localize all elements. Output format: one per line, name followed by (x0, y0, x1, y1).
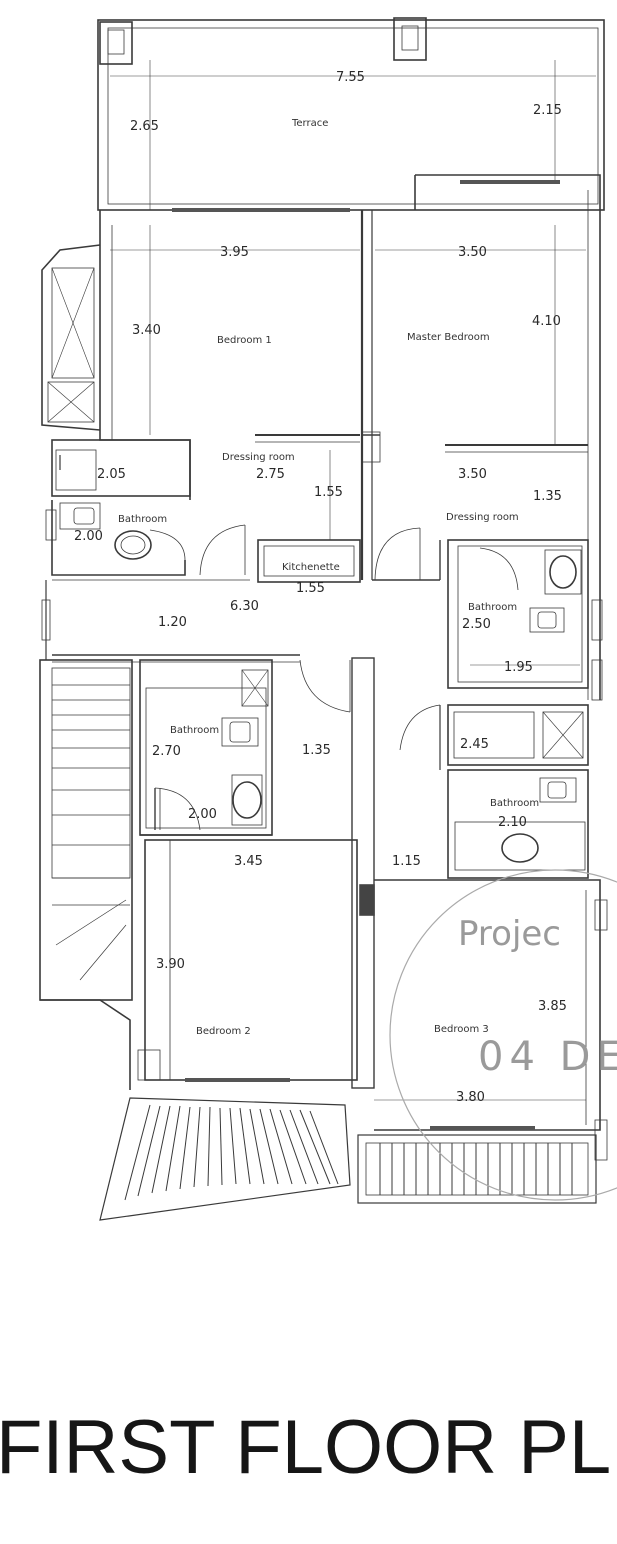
staircase (39, 659, 133, 1090)
label-bathroom-left: Bathroom (118, 514, 167, 525)
dim-bedroom-3-width: 3.80 (456, 1090, 485, 1105)
label-bedroom-1: Bedroom 1 (217, 335, 272, 346)
terrace-area (97, 17, 605, 211)
bathroom-right-upper-walls (447, 539, 603, 701)
column-right (393, 17, 427, 61)
label-dressing-room-1: Dressing room (222, 452, 295, 463)
bathroom-right-lower-walls (399, 704, 589, 879)
dim-bedroom-2-width: 3.45 (234, 854, 263, 869)
bathroom-middle-walls (139, 659, 351, 836)
approval-stamp: Projec 04 DEC (389, 869, 617, 1201)
stamp-line-2: 04 DEC (478, 1034, 617, 1080)
dim-corridor-3-width: 1.15 (392, 854, 421, 869)
dim-kitchenette-width: 1.55 (296, 581, 325, 596)
bedroom-2-walls (137, 839, 358, 1082)
dim-bedroom-1-width: 3.95 (220, 245, 249, 260)
dimension-labels: 7.55 2.65 2.15 3.95 3.50 3.40 4.10 2.05 … (74, 70, 567, 1105)
corridor-walls (41, 579, 440, 663)
column-left (99, 21, 133, 65)
label-kitchenette: Kitchenette (282, 562, 340, 573)
floor-plan-drawing: Projec 04 DEC Terrace Bedroom 1 Master B… (39, 17, 617, 1221)
dim-bath-middle-width: 2.00 (188, 807, 217, 822)
dim-bath-left-width: 2.05 (97, 467, 126, 482)
dim-dressing-2-width: 3.50 (458, 467, 487, 482)
bedroom-3-walls (374, 879, 608, 1161)
label-bedroom-3: Bedroom 3 (434, 1024, 489, 1035)
dim-terrace-width: 7.55 (336, 70, 365, 85)
label-terrace: Terrace (291, 118, 328, 129)
kitchenette-walls (257, 527, 441, 583)
dim-bath-right-lower-depth: 2.45 (460, 737, 489, 752)
room-labels: Terrace Bedroom 1 Master Bedroom Dressin… (118, 118, 539, 1037)
label-bedroom-2: Bedroom 2 (196, 1026, 251, 1037)
dim-bath-right-upper-width: 1.95 (504, 660, 533, 675)
dim-bath-right-lower-width: 2.10 (498, 815, 527, 830)
bay-window-left (41, 244, 101, 431)
dim-bedroom-3-depth: 3.85 (538, 999, 567, 1014)
stamp-line-1: Projec (458, 914, 561, 954)
label-bathroom-right-upper: Bathroom (468, 602, 517, 613)
dim-bath-left-depth: 2.00 (74, 529, 103, 544)
dim-corridor-2-width: 1.35 (302, 743, 331, 758)
dim-dressing-1-depth: 1.55 (314, 485, 343, 500)
dim-master-depth: 4.10 (532, 314, 561, 329)
lower-balconies (99, 1097, 597, 1221)
dim-dressing-1-width: 2.75 (256, 467, 285, 482)
dim-bath-right-upper-depth: 2.50 (462, 617, 491, 632)
dressing-walls (255, 431, 588, 540)
label-dressing-room-2: Dressing room (446, 512, 519, 523)
dim-bedroom-2-depth: 3.90 (156, 957, 185, 972)
bathroom-left-walls (45, 439, 246, 576)
dim-bath-middle-depth: 2.70 (152, 744, 181, 759)
dim-terrace-depth-right: 2.15 (533, 103, 562, 118)
dim-terrace-depth-left: 2.65 (130, 119, 159, 134)
label-bathroom-right-lower: Bathroom (490, 798, 539, 809)
plan-title: FIRST FLOOR PL (0, 1405, 612, 1490)
upper-walls (99, 174, 601, 700)
label-master-bedroom: Master Bedroom (407, 332, 490, 343)
central-wall (351, 657, 375, 1089)
dim-corridor-width: 1.20 (158, 615, 187, 630)
dim-bedroom-1-depth: 3.40 (132, 323, 161, 338)
dim-corridor-length: 6.30 (230, 599, 259, 614)
dim-dressing-2-depth: 1.35 (533, 489, 562, 504)
label-bathroom-middle: Bathroom (170, 725, 219, 736)
dim-master-width: 3.50 (458, 245, 487, 260)
